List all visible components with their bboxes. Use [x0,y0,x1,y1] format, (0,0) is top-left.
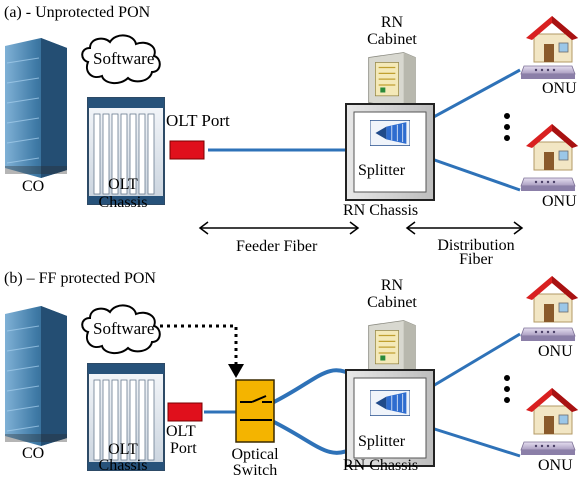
ellipsis-dots [504,113,510,141]
splitter-label: Splitter [358,162,406,179]
splitter-icon-b [370,390,410,416]
rn-cabinet-label-b-line2: Cabinet [367,294,417,311]
onu-device-icon-bottom-b [520,441,576,456]
rn-chassis-label: RN Chassis [343,202,419,219]
rn-cabinet-label-line2: Cabinet [367,31,417,48]
rn-cabinet-label-b-line1: RN [380,277,404,294]
co-label: CO [22,178,45,195]
olt-chassis-label-b-line1: OLT [108,441,138,458]
co-label-b: CO [22,445,45,462]
rn-chassis-label-b: RN Chassis [343,457,419,474]
olt-port-icon [169,140,205,160]
olt-port-label-b-line1: OLT [166,423,196,440]
house-icon-bottom-b [525,387,579,435]
cabinet-icon [368,51,416,110]
control-signal-arrow [160,324,238,366]
distribution-fiber-arrow [405,221,524,235]
house-icon-top [525,15,579,63]
onu-label-bottom-b: ONU [538,457,573,474]
cabinet-icon-b [368,319,416,378]
house-icon-bottom [525,123,579,171]
onu-device-icon-top-b [520,327,576,342]
feeder-fiber-label: Feeder Fiber [236,238,318,255]
ellipsis-dots-b [504,375,510,403]
splitter-icon [370,120,410,146]
building-icon-b [4,306,68,446]
onu-device-icon-bottom [520,177,576,192]
rn-cabinet-label-line1: RN [380,14,404,31]
panel-a-title: (a) - Unprotected PON [4,4,151,21]
feeder-fiber-arrow [198,221,360,235]
onu-label-bottom: ONU [542,193,577,210]
olt-port-label-b-line2: Port [170,440,197,457]
optical-switch-label-line1: Optical [231,446,279,463]
software-label-b: Software [93,319,155,338]
onu-device-icon-top [520,65,576,80]
olt-port-icon-b [167,402,203,422]
olt-chassis-label-b-line2: Chassis [98,457,148,474]
cloud-icon [81,34,161,84]
rn-chassis-icon [345,103,435,201]
olt-chassis-label-line2: Chassis [98,194,148,211]
rn-chassis-icon-b [345,369,435,467]
cloud-icon-b [81,304,161,354]
onu-label-top-b: ONU [538,343,573,360]
distribution-fiber-label-line1: Distribution [437,237,515,254]
optical-switch-icon [235,379,275,443]
control-arrow-head [228,364,244,378]
panel-b [4,275,579,472]
olt-port-label: OLT Port [166,111,230,130]
panel-b-title: (b) – FF protected PON [4,270,156,287]
olt-chassis-label-line1: OLT [108,176,138,193]
software-label: Software [93,49,155,68]
panel-a [4,15,579,235]
distribution-fiber-label-line2: Fiber [459,251,493,268]
splitter-label-b: Splitter [358,433,406,450]
house-icon-top-b [525,275,579,323]
onu-label-top: ONU [542,80,577,97]
optical-switch-label-line2: Switch [232,462,278,479]
building-icon [4,38,68,178]
